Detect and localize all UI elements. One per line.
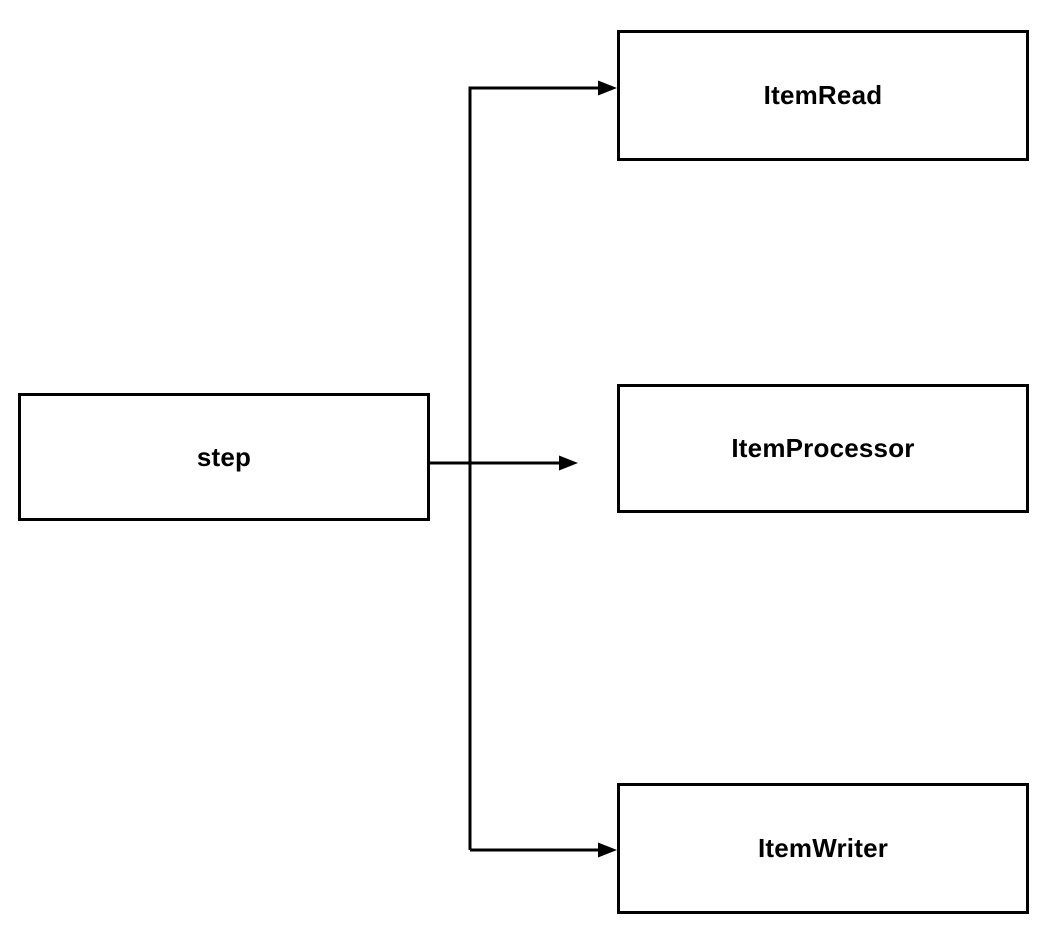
arrowhead-itemwriter <box>598 842 617 858</box>
node-itemwriter: ItemWriter <box>617 783 1029 914</box>
node-itemprocessor-label: ItemProcessor <box>731 433 915 463</box>
edge-step-to-itemread <box>468 86 600 850</box>
node-step-label: step <box>196 441 252 472</box>
node-itemread: ItemRead <box>617 30 1029 161</box>
arrowhead-itemread <box>598 80 617 96</box>
node-itemread-label: ItemRead <box>763 80 883 110</box>
arrowhead-itemprocessor <box>559 455 578 471</box>
node-step: step <box>18 393 430 521</box>
node-itemwriter-label: ItemWriter <box>757 833 889 863</box>
node-itemprocessor: ItemProcessor <box>617 384 1029 513</box>
